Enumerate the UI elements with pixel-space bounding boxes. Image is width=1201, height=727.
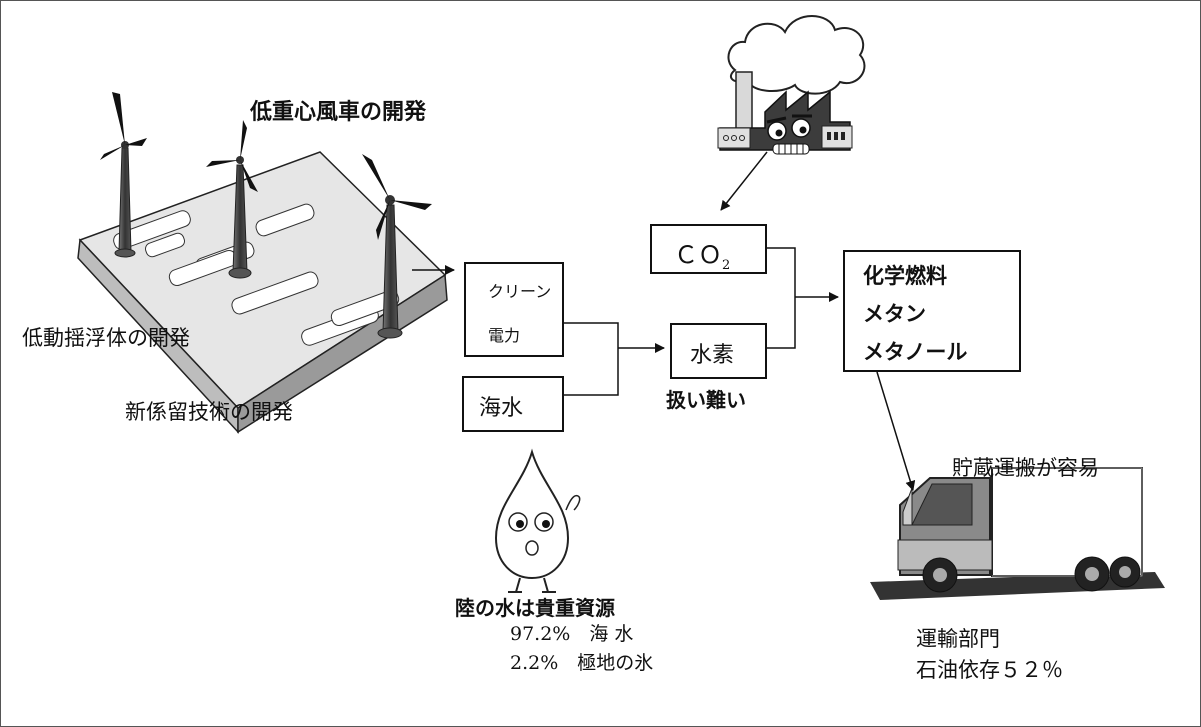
truck-illustration: [870, 467, 1165, 600]
transport-sector-label: 運輸部門: [916, 627, 1000, 651]
polar-ice-percent: 2.2% 極地の氷: [510, 652, 654, 674]
hydrogen-label: 水素: [690, 343, 735, 368]
oil-dependence-label: 石油依存５２％: [916, 658, 1063, 682]
water-drop-character-illustration: [494, 448, 581, 593]
co2-label-base: ＣＯ: [674, 241, 722, 269]
seawater-percent: 97.2% 海 水: [510, 623, 634, 645]
fuel-line-methane: メタン: [863, 302, 926, 326]
co2-label-subscript: 2: [722, 257, 731, 273]
floating-platform-illustration: [77, 151, 448, 434]
clean-power-label-line1: クリーン: [488, 282, 552, 301]
fuel-line-chemical: 化学燃料: [863, 264, 947, 288]
hydrogen-box: 水素: [670, 323, 767, 379]
chemical-fuel-box: 化学燃料 メタン メタノール: [843, 250, 1021, 372]
clean-power-box: クリーン 電力: [464, 262, 564, 357]
wind-turbine-right-illustration: [362, 154, 432, 339]
factory-smoke-illustration: [717, 15, 866, 155]
easy-storage-label: 貯蔵運搬が容易: [952, 456, 1099, 480]
co2-label: ＣＯ2: [674, 235, 730, 273]
clean-power-label-line2: 電力: [488, 326, 521, 345]
low-gravity-turbine-title: 低重心風車の開発: [250, 100, 427, 125]
co2-box: ＣＯ2: [650, 224, 767, 274]
hydrogen-difficulty-note: 扱い難い: [666, 388, 746, 412]
connector-lines: [412, 151, 916, 491]
seawater-box: 海水: [462, 376, 564, 432]
land-water-title: 陸の水は貴重資源: [455, 596, 615, 620]
new-mooring-label: 新係留技術の開発: [125, 400, 293, 424]
seawater-label: 海水: [479, 396, 524, 421]
wind-turbine-left-illustration: [100, 92, 147, 258]
wind-turbine-middle-illustration: [206, 120, 258, 279]
fuel-line-methanol: メタノール: [863, 340, 968, 364]
low-motion-float-label: 低動揺浮体の開発: [22, 326, 190, 350]
